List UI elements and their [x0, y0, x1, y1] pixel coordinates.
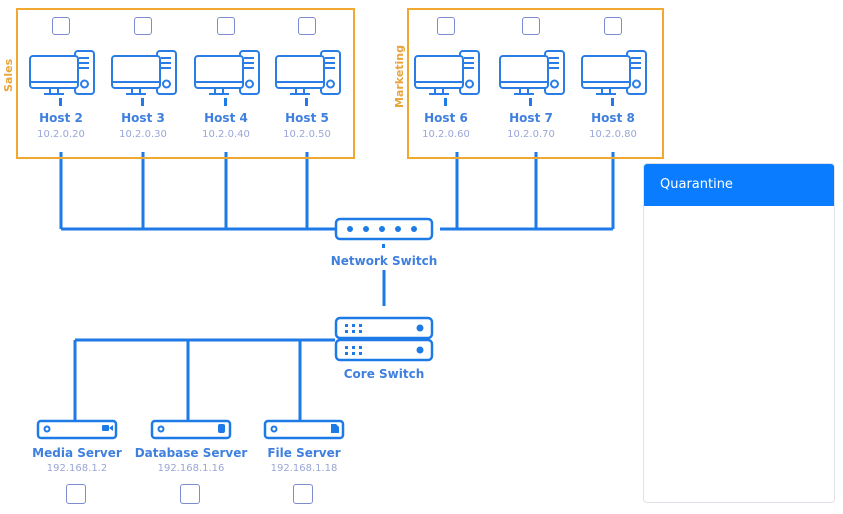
- server-name: File Server: [267, 446, 341, 460]
- desktop-computer-icon: [414, 50, 480, 106]
- network-switch-icon: [334, 217, 434, 248]
- server-ip: 192.168.1.18: [270, 463, 338, 474]
- server-icon: [36, 419, 118, 440]
- host-name: Host 8: [591, 111, 635, 125]
- core-switch-icon: [334, 316, 434, 362]
- host-checkbox[interactable]: [52, 17, 70, 35]
- host-checkbox[interactable]: [522, 17, 540, 35]
- desktop-computer-icon: [111, 50, 177, 106]
- host-ip: 10.2.0.20: [37, 129, 85, 140]
- server-checkbox[interactable]: [66, 484, 86, 504]
- server-checkbox[interactable]: [180, 484, 200, 504]
- quarantine-panel[interactable]: Quarantine: [643, 163, 835, 503]
- core-switch-label: Core Switch: [343, 367, 425, 381]
- desktop-computer-icon: [499, 50, 565, 106]
- host-ip: 10.2.0.50: [283, 129, 331, 140]
- host-checkbox[interactable]: [134, 17, 152, 35]
- host-checkbox[interactable]: [217, 17, 235, 35]
- server-ip: 192.168.1.16: [157, 463, 225, 474]
- host-name: Host 7: [509, 111, 553, 125]
- server-name: Media Server: [32, 446, 122, 460]
- host-name: Host 4: [204, 111, 248, 125]
- desktop-computer-icon: [581, 50, 647, 106]
- file-icon: [331, 424, 339, 433]
- group-marketing: [407, 8, 664, 159]
- host-ip: 10.2.0.60: [422, 129, 470, 140]
- host-ip: 10.2.0.30: [119, 129, 167, 140]
- server-checkbox[interactable]: [293, 484, 313, 504]
- host-name: Host 2: [39, 111, 83, 125]
- host-ip: 10.2.0.70: [507, 129, 555, 140]
- host-name: Host 6: [424, 111, 468, 125]
- host-ip: 10.2.0.40: [202, 129, 250, 140]
- server-icon: [150, 419, 232, 440]
- host-checkbox[interactable]: [437, 17, 455, 35]
- group-label: Sales: [2, 58, 15, 92]
- group-sales: [16, 8, 355, 159]
- quarantine-title: Quarantine: [644, 164, 834, 206]
- desktop-computer-icon: [29, 50, 95, 106]
- server-name: Database Server: [134, 446, 248, 460]
- host-ip: 10.2.0.80: [589, 129, 637, 140]
- server-icon: [263, 419, 345, 440]
- host-name: Host 5: [285, 111, 329, 125]
- group-label: Marketing: [393, 44, 406, 108]
- video-camera-icon: [102, 425, 113, 431]
- desktop-computer-icon: [275, 50, 341, 106]
- database-icon: [218, 424, 225, 433]
- host-checkbox[interactable]: [604, 17, 622, 35]
- desktop-computer-icon: [194, 50, 260, 106]
- host-name: Host 3: [121, 111, 165, 125]
- host-checkbox[interactable]: [298, 17, 316, 35]
- network-switch-label: Network Switch: [330, 254, 438, 268]
- server-ip: 192.168.1.2: [46, 463, 108, 474]
